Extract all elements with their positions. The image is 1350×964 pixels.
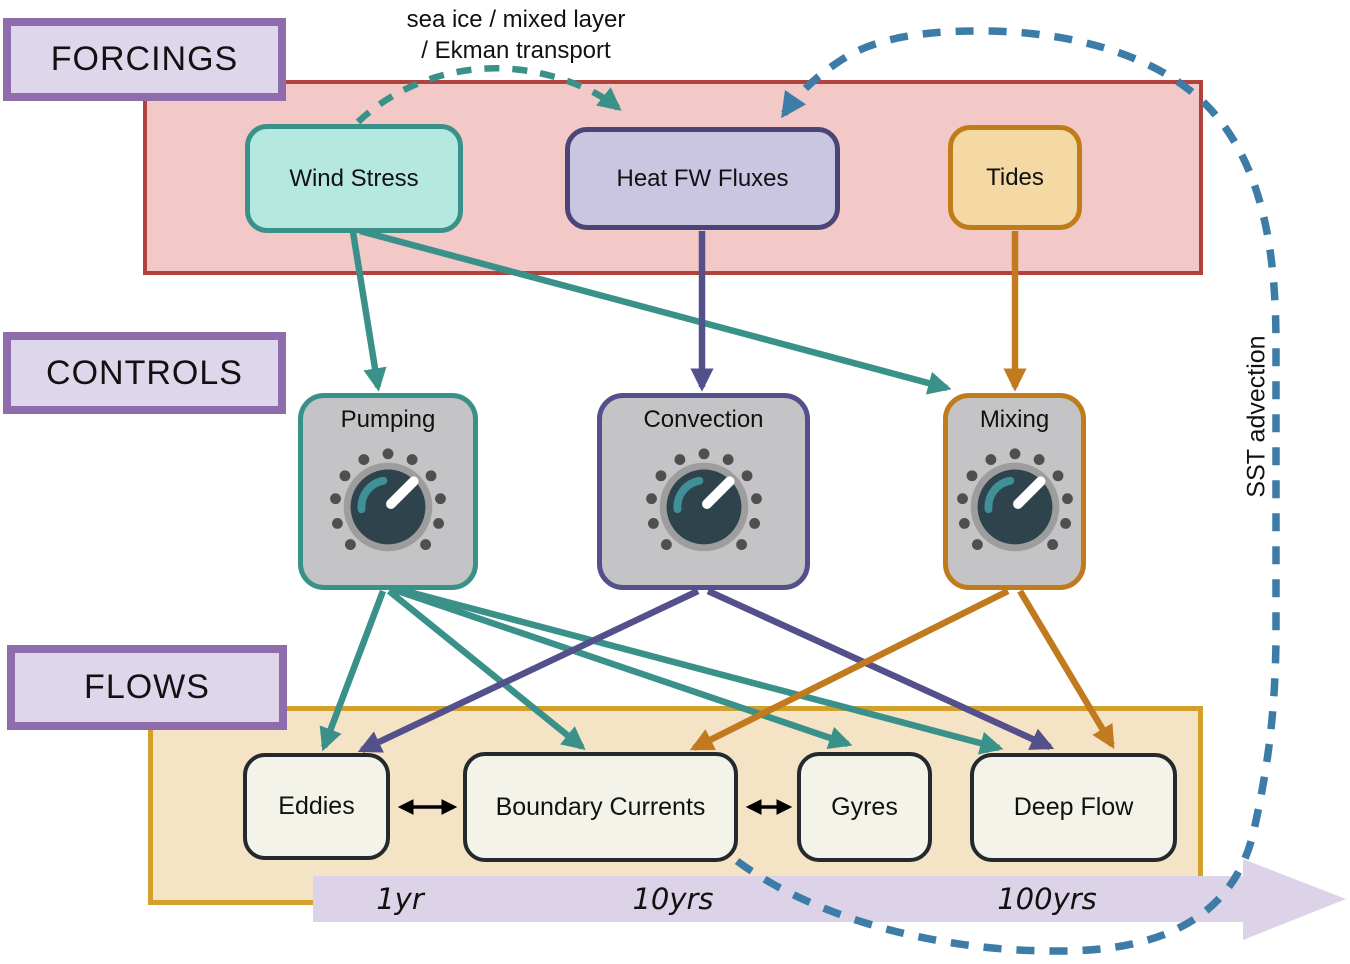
gyres-label: Gyres [831, 792, 898, 821]
arrow-pumping-to-gyres [390, 585, 853, 750]
timeline-label-100yrs: 100yrs [997, 882, 1097, 916]
arrow-pumping-to-boundary-currents [386, 588, 586, 750]
tides-node: Tides [948, 125, 1082, 230]
boundary-currents-node: Boundary Currents [463, 752, 738, 862]
eddies-label: Eddies [278, 792, 355, 820]
convection-label: Convection [643, 406, 764, 433]
tides-label: Tides [986, 163, 1044, 191]
sea-ice-annotation-line2: / Ekman transport [421, 37, 611, 64]
sea-ice-annotation: sea ice / mixed layer / Ekman transport [336, 4, 696, 66]
boundary-currents-label: Boundary Currents [495, 792, 706, 821]
arrow-wind-stress-to-pumping [349, 231, 387, 392]
pumping-control-node: Pumping [298, 393, 478, 590]
forcings-section-text: FORCINGS [50, 40, 239, 78]
timeline-label-1yr: 1yr [376, 882, 424, 916]
sst-advection-annotation: SST advection [1242, 335, 1271, 498]
eddies-node: Eddies [243, 753, 390, 860]
arrow-convection-to-deep-flow [706, 588, 1055, 750]
arrow-pumping-to-eddies [319, 589, 387, 752]
sea-ice-annotation-line1: sea ice / mixed layer [406, 6, 626, 33]
arrow-pumping-to-deep-flow [393, 584, 1004, 755]
heat-fw-fluxes-label: Heat FW Fluxes [616, 164, 789, 192]
arrow-mixing-to-boundary-currents [689, 588, 1010, 751]
deep-flow-node: Deep Flow [970, 753, 1177, 862]
wind-stress-label: Wind Stress [289, 164, 419, 192]
mixing-label: Mixing [979, 406, 1050, 433]
convection-control-node: Convection [597, 393, 810, 590]
controls-section-label: CONTROLS [3, 332, 286, 414]
heat-fw-fluxes-node: Heat FW Fluxes [565, 127, 840, 230]
knob-icon [956, 448, 1073, 552]
wind-stress-node: Wind Stress [245, 124, 463, 233]
gyres-node: Gyres [797, 752, 932, 862]
arrow-wind-stress-to-mixing [359, 227, 952, 395]
timeline-arrow-band [313, 859, 1346, 940]
knob-icon [330, 448, 446, 552]
arrow-sea-ice-feedback [355, 65, 622, 125]
timeline-label-10yrs: 10yrs [632, 882, 714, 916]
arrow-convection-to-eddies [357, 588, 700, 753]
arrow-mixing-to-deep-flow [1017, 589, 1115, 750]
forcings-section-label: FORCINGS [3, 18, 286, 101]
arrow-sst-advection-loop [734, 27, 1280, 955]
pumping-label: Pumping [340, 406, 436, 433]
knob-icon [645, 448, 762, 552]
mixing-control-node: Mixing [943, 393, 1086, 590]
flows-section-text: FLOWS [84, 668, 210, 706]
deep-flow-label: Deep Flow [1013, 793, 1134, 821]
flows-section-label: FLOWS [7, 645, 287, 730]
controls-section-text: CONTROLS [46, 353, 243, 392]
